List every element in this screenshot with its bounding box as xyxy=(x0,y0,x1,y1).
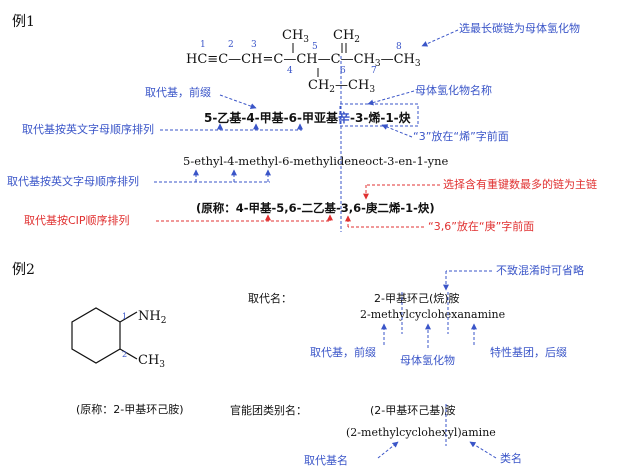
ring-pos-2: 2 xyxy=(122,350,127,359)
top-methyl: CH3 xyxy=(282,28,309,45)
chain-number-2: 2 xyxy=(228,40,234,50)
arrow-func-substituent xyxy=(377,441,399,459)
ring-pos-1: 1 xyxy=(122,312,127,321)
note-substituent-name: 取代基名 xyxy=(304,453,348,467)
arrow-parent-name xyxy=(367,90,415,106)
arrow-substituent-prefix xyxy=(219,94,257,109)
bond-ch3 xyxy=(119,348,138,360)
note-alpha-order-1: 取代基按英文字母顺序排列 xyxy=(22,122,154,136)
chain-number-3: 3 xyxy=(251,40,257,50)
chain-numbers: 1 2 3 4 5 6 7 8 xyxy=(200,40,402,76)
note-ex2-substituent-prefix: 取代基，前缀 xyxy=(310,345,376,359)
top-methylidene: CH2 xyxy=(333,28,360,45)
note-alpha-order-2: 取代基按英文字母顺序排列 xyxy=(7,174,139,188)
note-ex2-parent-hydride: 母体氢化物 xyxy=(400,353,455,367)
note-omit: 不致混淆时可省略 xyxy=(496,263,584,277)
substitutive-label: 取代名： xyxy=(248,291,292,305)
example2-heading: 例2 xyxy=(12,262,35,278)
note-longest-chain: 选最长碳链为母体氢化物 xyxy=(459,21,580,35)
arrow-pos3 xyxy=(381,124,413,138)
ring-ch3: CH3 xyxy=(138,353,165,370)
example2-old-name: (原称：2-甲基环己胺) xyxy=(76,402,184,416)
name-english: 5-ethyl-4-methyl-6-methylideneoct-3-en-1… xyxy=(183,154,449,168)
substitutive-cn: 2-甲基环己(烷)胺 xyxy=(374,291,460,305)
main-chain: HC≡C—CH=C—CH—C—CH3—CH3 xyxy=(186,52,421,69)
note-parent-name: 母体氢化物名称 xyxy=(415,83,492,97)
chain-number-6: 6 xyxy=(340,66,346,76)
bond-nh2 xyxy=(119,311,138,323)
chain-number-5: 5 xyxy=(312,42,318,52)
note-pos36-before-hept: “3,6”放在“庚”字前面 xyxy=(428,219,534,233)
chain-number-8: 8 xyxy=(396,42,402,52)
functional-en: (2-methylcyclohexyl)amine xyxy=(346,426,496,439)
cyclohexane-ring xyxy=(71,307,121,364)
note-cip-order: 取代基按CIP顺序排列 xyxy=(24,213,130,227)
ring-nh2: NH2 xyxy=(138,309,166,326)
chain-number-1: 1 xyxy=(200,40,206,50)
chain-number-4: 4 xyxy=(287,66,293,76)
arrow-func-class xyxy=(469,441,497,459)
note-pos3-before-ene: “3”放在“烯”字前面 xyxy=(413,129,509,143)
substitutive-en: 2-methylcyclohexanamine xyxy=(360,308,505,321)
ethyl-branch: CH2—CH3 xyxy=(308,78,375,95)
functional-label: 官能团类别名： xyxy=(230,403,307,417)
note-class-name: 类名 xyxy=(500,451,522,465)
chain-number-7: 7 xyxy=(371,66,377,76)
note-ex2-characteristic-group: 特性基团，后缀 xyxy=(490,345,567,359)
name-old: (原称：4-甲基-5,6-二乙基-3,6-庚二烯-1-炔) xyxy=(196,201,435,215)
structure-top: CH3 CH2 xyxy=(282,28,360,45)
arrow-longest-chain xyxy=(421,29,459,47)
example1-heading: 例1 xyxy=(12,14,35,30)
note-main-chain-rule: 选择含有重键数最多的链为主链 xyxy=(443,177,597,191)
functional-cn: (2-甲基环己基)胺 xyxy=(370,403,456,417)
name-chinese: 5-乙基-4-甲基-6-甲亚基辛-3-烯-1-炔 xyxy=(204,110,411,125)
note-substituent-prefix: 取代基，前缀 xyxy=(145,85,211,99)
